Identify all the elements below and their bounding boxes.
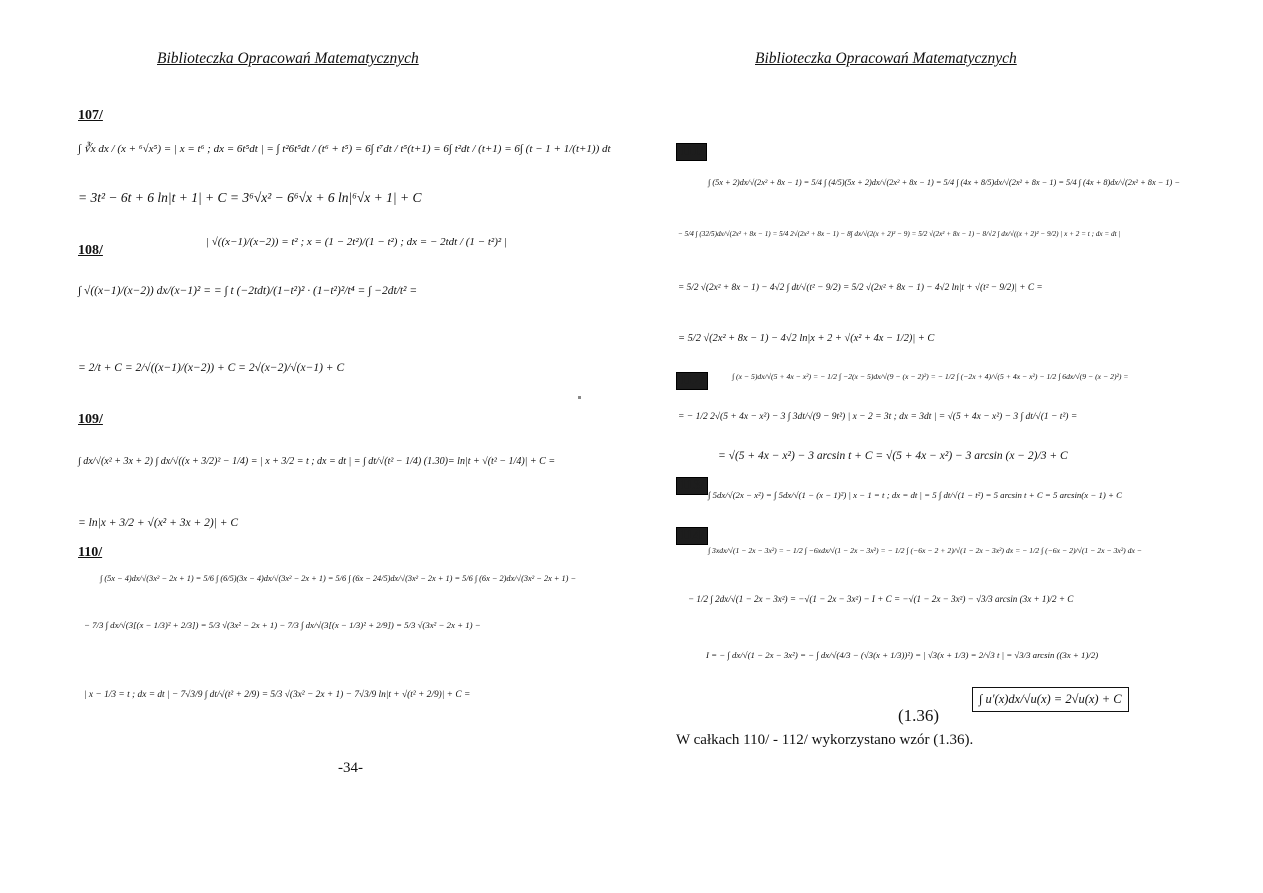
equation-line: = ln|x + 3/2 + √(x² + 3x + 2)| + C <box>78 517 239 529</box>
equation-line: | √((x−1)/(x−2)) = t² ; x = (1 − 2t²)/(1… <box>206 236 507 248</box>
scan-mark <box>578 396 581 399</box>
right-page: Biblioteczka Opracowań Matematycznych 11… <box>578 0 1263 893</box>
equation-line: = √(5 + 4x − x²) − 3 arcsin t + C = √(5 … <box>718 450 1068 462</box>
problem-number: 110/ <box>78 545 103 560</box>
equation-line: − 5/4 ∫ (32/5)dx/√(2x² + 8x − 1) = 5/4 2… <box>678 230 1121 238</box>
equation-line: = − 1/2 2√(5 + 4x − x²) − 3 ∫ 3dt/√(9 − … <box>678 412 1078 422</box>
problem-number: 114/ <box>676 527 709 545</box>
left-page: Biblioteczka Opracowań Matematycznych 10… <box>0 0 632 893</box>
equation-line: = 5/2 √(2x² + 8x − 1) − 4√2 ∫ dt/√(t² − … <box>678 283 1043 293</box>
boxed-formula: ∫ u′(x)dx/√u(x) = 2√u(x) + C <box>972 687 1129 712</box>
equation-line: I = − ∫ dx/√(1 − 2x − 3x²) = − ∫ dx/√(4/… <box>706 650 1099 660</box>
equation-line: ∫ (5x − 4)dx/√(3x² − 2x + 1) = 5/6 ∫ (6/… <box>100 574 577 583</box>
equation-line: = 2/t + C = 2/√((x−1)/(x−2)) + C = 2√(x−… <box>78 362 345 374</box>
equation-line: ∫ ∛x dx / (x + ⁶√x⁵) = | x = t⁶ ; dx = 6… <box>78 143 611 155</box>
page-header: Biblioteczka Opracowań Matematycznych <box>157 50 419 67</box>
problem-number: 108/ <box>78 243 103 258</box>
page-header: Biblioteczka Opracowań Matematycznych <box>755 50 1017 67</box>
equation-line: ∫ 3xdx/√(1 − 2x − 3x²) = − 1/2 ∫ −6xdx/√… <box>708 546 1142 555</box>
equation-line: − 7/3 ∫ dx/√(3[(x − 1/3)² + 2/3]) = 5/3 … <box>84 620 481 630</box>
equation-line: − 1/2 ∫ 2dx/√(1 − 2x − 3x²) = −√(1 − 2x … <box>688 594 1074 604</box>
problem-number: 109/ <box>78 412 103 427</box>
page-number: -34- <box>338 760 363 776</box>
equation-line: | x − 1/3 = t ; dx = dt | − 7√3/9 ∫ dt/√… <box>84 690 471 700</box>
problem-number: 113/ <box>676 477 709 495</box>
footnote: W całkach 110/ - 112/ wykorzystano wzór … <box>676 732 974 748</box>
equation-line: ∫ dx/√(x² + 3x + 2) ∫ dx/√((x + 3/2)² − … <box>78 456 556 467</box>
equation-line: ∫ (5x + 2)dx/√(2x² + 8x − 1) = 5/4 ∫ (4/… <box>708 178 1180 187</box>
problem-number: 112/ <box>676 372 709 390</box>
problem-number: 107/ <box>78 108 103 123</box>
equation-line: ∫ 5dx/√(2x − x²) = ∫ 5dx/√(1 − (x − 1)²)… <box>708 490 1122 500</box>
equation-line: = 5/2 √(2x² + 8x − 1) − 4√2 ln|x + 2 + √… <box>678 333 935 344</box>
equation-line: ∫ (x − 5)dx/√(5 + 4x − x²) = − 1/2 ∫ −2(… <box>732 372 1129 381</box>
problem-number: 111/ <box>676 143 708 161</box>
equation-line: ∫ √((x−1)/(x−2)) dx/(x−1)² = = ∫ t (−2td… <box>78 285 418 297</box>
formula-label: (1.36) <box>898 706 940 725</box>
equation-line: = 3t² − 6t + 6 ln|t + 1| + C = 3⁶√x² − 6… <box>78 190 422 205</box>
